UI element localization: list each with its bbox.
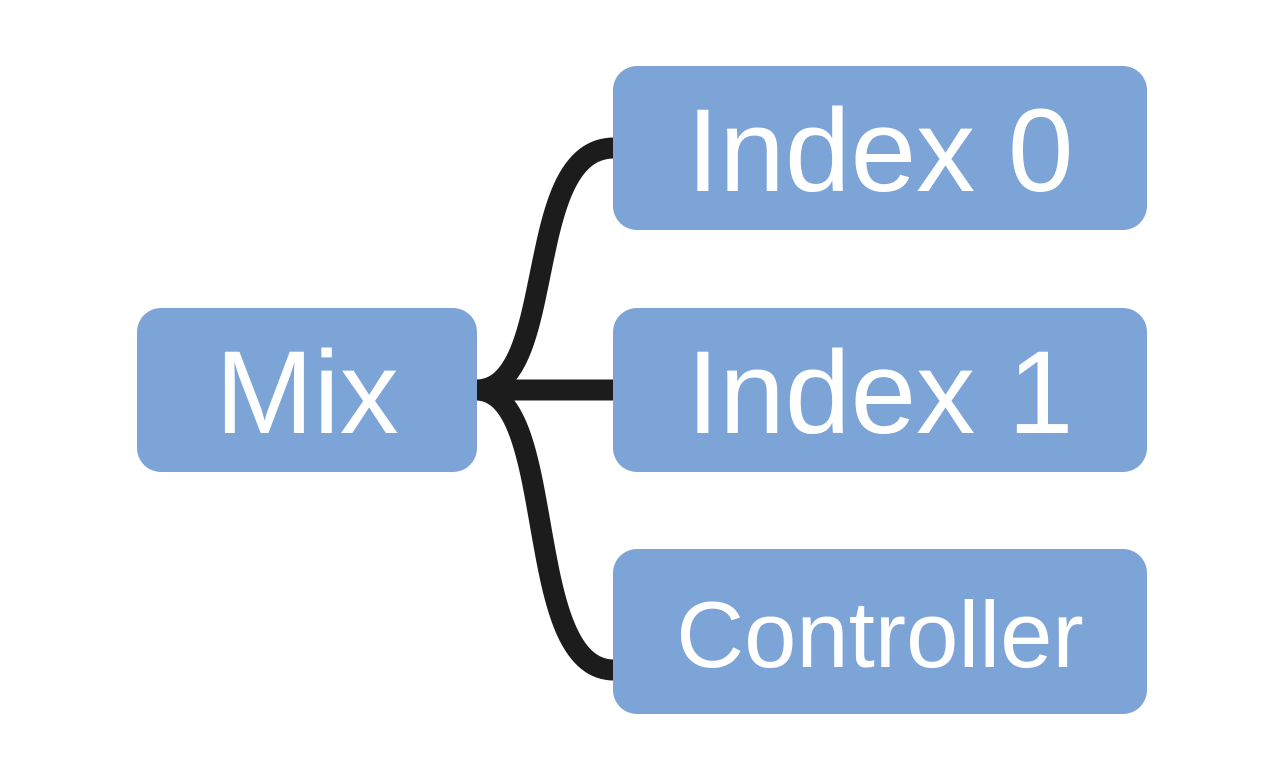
connector-mix-to-controller — [474, 379, 616, 681]
node-index-0-label: Index 0 — [686, 85, 1074, 217]
node-index-1-label: Index 1 — [686, 327, 1074, 459]
node-mix-label: Mix — [215, 327, 399, 459]
node-index-1: Index 1 — [613, 308, 1147, 472]
node-index-0: Index 0 — [613, 66, 1147, 230]
connector-mix-to-index-0 — [474, 137, 616, 401]
node-controller-label: Controller — [676, 581, 1084, 687]
node-mix: Mix — [137, 308, 477, 472]
node-controller: Controller — [613, 549, 1147, 714]
